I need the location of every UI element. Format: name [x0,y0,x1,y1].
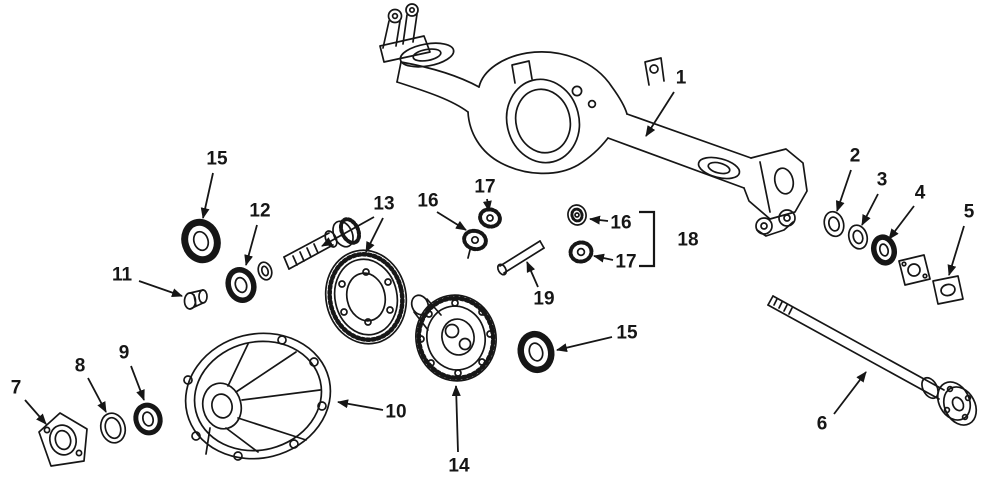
gasket-plate-drawing [932,275,964,305]
bearing-ring-drawing [847,224,869,250]
axle-seal-drawing [823,210,845,238]
callout-6: 6 [817,414,828,435]
leader-arrow-15 [200,172,214,219]
leader-arrow-4 [888,205,915,240]
leader-arrow-11 [138,280,183,297]
callout-19: 19 [533,289,554,310]
callout-5: 5 [964,202,975,223]
leader-arrow-16 [436,211,467,231]
callout-10: 10 [385,402,406,423]
callout-18: 18 [677,230,698,251]
leader-arrow-2 [835,169,852,212]
differential-carrier-drawing [183,332,332,461]
leader-arrow-6 [833,371,867,415]
leader-arrow-19 [526,261,539,288]
callout-4: 4 [915,183,926,204]
drive-pinion-drawing [283,217,362,270]
leader-arrow-5 [947,225,965,276]
callout-13: 13 [373,194,394,215]
callout-15: 15 [206,149,228,170]
leader-arrow-3 [861,193,879,226]
leader-arrow-1 [645,91,675,137]
leader-arrow-15 [556,336,613,353]
pinion-gear-lower-drawing [462,228,488,259]
leader-arrow-14 [451,385,461,453]
pinion-nut-drawing [183,289,208,310]
callout-17: 17 [615,252,636,273]
callout-11: 11 [112,265,133,286]
leader-arrow-9 [130,365,145,401]
leader-arrow-12 [244,224,258,266]
retainer-ring-drawing [99,412,127,444]
side-gear-drawing [568,240,594,264]
callout-15: 15 [616,323,638,344]
callout-17: 17 [474,177,495,198]
ring-gear-drawing [324,249,408,345]
leader-arrow-8 [87,377,107,413]
thrust-washer-drawing [567,204,587,226]
leader-arrow-16 [589,215,609,225]
leader-arrow-13 [321,216,375,247]
callout-14: 14 [448,456,470,477]
leader-arrow-7 [24,399,47,425]
axle-shaft-drawing [767,295,978,426]
callout-12: 12 [249,201,270,222]
line-artwork [38,3,978,467]
oil-seal-drawing [133,402,163,436]
differential-case-drawing [410,294,497,382]
callout-1: 1 [676,68,687,89]
leader-arrow-13 [365,217,384,253]
callout-7: 7 [11,378,22,399]
pinion-front-bearing-drawing [181,218,221,264]
pinion-gear-upper-drawing [478,207,502,229]
axle-housing-drawing [379,3,808,237]
group-bracket-18 [639,210,656,268]
callout-16: 16 [610,213,631,234]
retainer-plate-drawing [898,254,931,286]
leader-arrow-17 [482,198,492,212]
leader-arrow-10 [337,399,384,411]
leader-arrow-17 [593,253,614,263]
wheel-bearing-drawing [870,234,898,266]
callout-3: 3 [877,170,888,191]
callout-8: 8 [75,356,86,377]
callout-2: 2 [850,146,861,167]
pinion-cross-shaft-drawing [496,240,545,276]
callout-9: 9 [119,343,130,364]
callout-16: 16 [417,191,438,212]
pinion-rear-bearing-drawing [225,261,273,303]
side-bearing-drawing [517,330,555,374]
axle-flange-retainer-drawing [38,412,88,467]
